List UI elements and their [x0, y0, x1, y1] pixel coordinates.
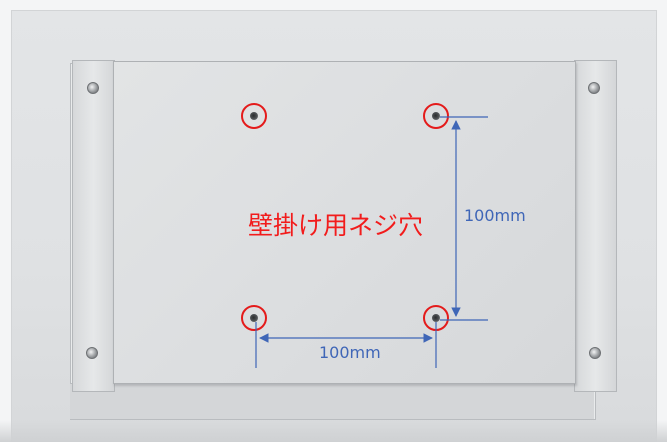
hole-highlight-ring: [423, 103, 449, 129]
hole-highlight-ring: [241, 305, 267, 331]
wall-mount-screw-holes-label: 壁掛け用ネジ穴: [248, 211, 424, 240]
panel-bottom-shadow: [0, 420, 667, 442]
right-flange: [574, 60, 617, 392]
screw-icon: [86, 347, 98, 359]
screw-icon: [87, 82, 99, 94]
horizontal-dimension-label: 100mm: [319, 343, 381, 362]
vesa-mount-plate: [113, 61, 576, 384]
screw-icon: [589, 347, 601, 359]
left-flange: [72, 60, 115, 392]
screw-icon: [588, 82, 600, 94]
hole-highlight-ring: [241, 103, 267, 129]
bracket-lower-edge: [70, 383, 594, 419]
vertical-dimension-label: 100mm: [464, 206, 526, 225]
